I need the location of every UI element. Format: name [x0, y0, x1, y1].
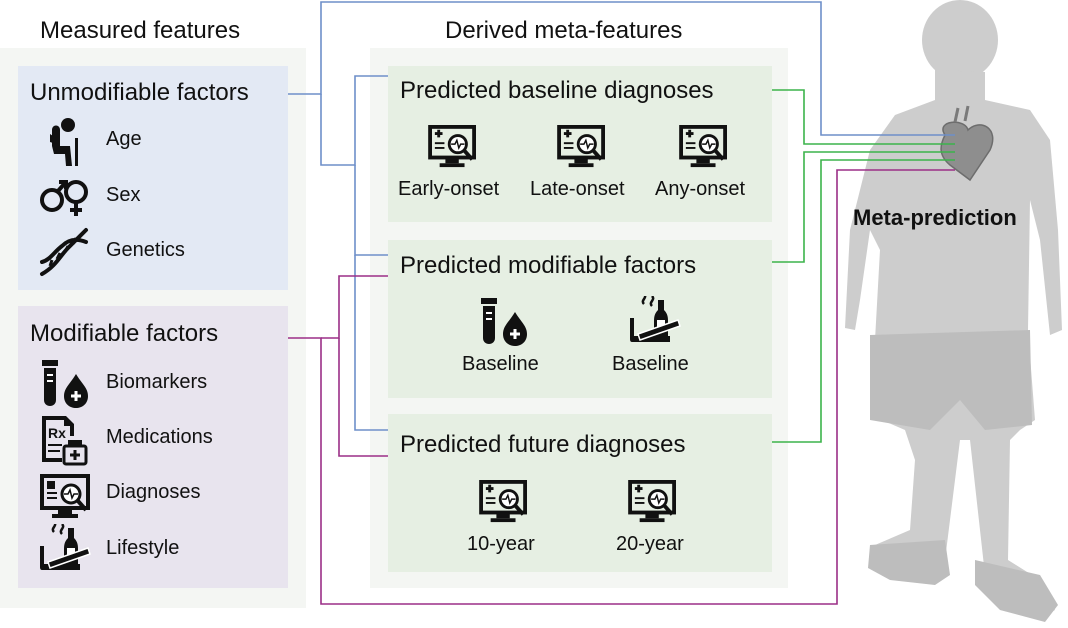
blood-tube-icon [42, 360, 88, 408]
future-item-20-year: 20-year [616, 533, 684, 555]
purple-line-to-future [338, 338, 388, 457]
modifiable-item-biomarkers: Biomarkers [106, 371, 208, 393]
elderly-person-icon [50, 118, 78, 166]
purple-line-to-target [288, 169, 955, 605]
monitor-diagnosis-icon [40, 474, 90, 518]
modifiable-prediction-biomarkers-baseline: Baseline [462, 353, 539, 375]
dna-icon [40, 228, 88, 276]
baseline-item-any-onset: Any-onset [655, 178, 746, 200]
future-item-10-year: 10-year [467, 533, 535, 555]
prescription-icon: Rx [42, 416, 88, 466]
blue-line-to-target [288, 1, 955, 136]
modifiable-item-medications: Medications [106, 426, 213, 448]
svg-text:Rx: Rx [48, 425, 66, 441]
green-line-modifiable [772, 151, 955, 263]
future-diagnoses-panel [388, 414, 772, 572]
unmodifiable-item-genetics: Genetics [106, 239, 185, 261]
purple-line-to-modifiable [321, 275, 388, 339]
modifiable-predictions-panel [388, 240, 772, 398]
blue-line-branch-modifiable [354, 165, 388, 256]
modifiable-item-diagnoses: Diagnoses [106, 481, 201, 503]
monitor-diagnosis-icon [428, 125, 476, 168]
smoking-alcohol-icon [630, 296, 681, 342]
baseline-item-early-onset: Early-onset [398, 178, 500, 200]
smoking-alcohol-icon [40, 524, 91, 570]
blue-line-to-derived [320, 75, 388, 166]
future-diagnoses-title: Predicted future diagnoses [400, 431, 686, 458]
modifiable-item-lifestyle: Lifestyle [106, 537, 180, 559]
green-line-future [772, 159, 955, 443]
monitor-diagnosis-icon [479, 480, 527, 523]
blue-line-branch-future [354, 255, 388, 431]
derived-features-title: Derived meta-features [445, 17, 683, 44]
unmodifiable-factors-title: Unmodifiable factors [30, 79, 249, 106]
blood-tube-icon [481, 298, 527, 346]
unmodifiable-item-sex: Sex [106, 184, 141, 206]
monitor-diagnosis-icon [557, 125, 605, 168]
modifiable-factors-title: Modifiable factors [30, 320, 219, 347]
unmodifiable-item-age: Age [106, 128, 142, 150]
modifiable-prediction-lifestyle-baseline: Baseline [612, 353, 689, 375]
monitor-diagnosis-icon [628, 480, 676, 523]
baseline-item-late-onset: Late-onset [530, 178, 625, 200]
measured-features-title: Measured features [40, 17, 241, 44]
gender-symbols-icon [40, 180, 88, 216]
green-line-baseline [772, 89, 955, 145]
modifiable-predictions-title: Predicted modifiable factors [400, 252, 697, 279]
monitor-diagnosis-icon [679, 125, 727, 168]
baseline-diagnoses-title: Predicted baseline diagnoses [400, 77, 714, 104]
meta-prediction-label: Meta-prediction [853, 205, 1017, 230]
